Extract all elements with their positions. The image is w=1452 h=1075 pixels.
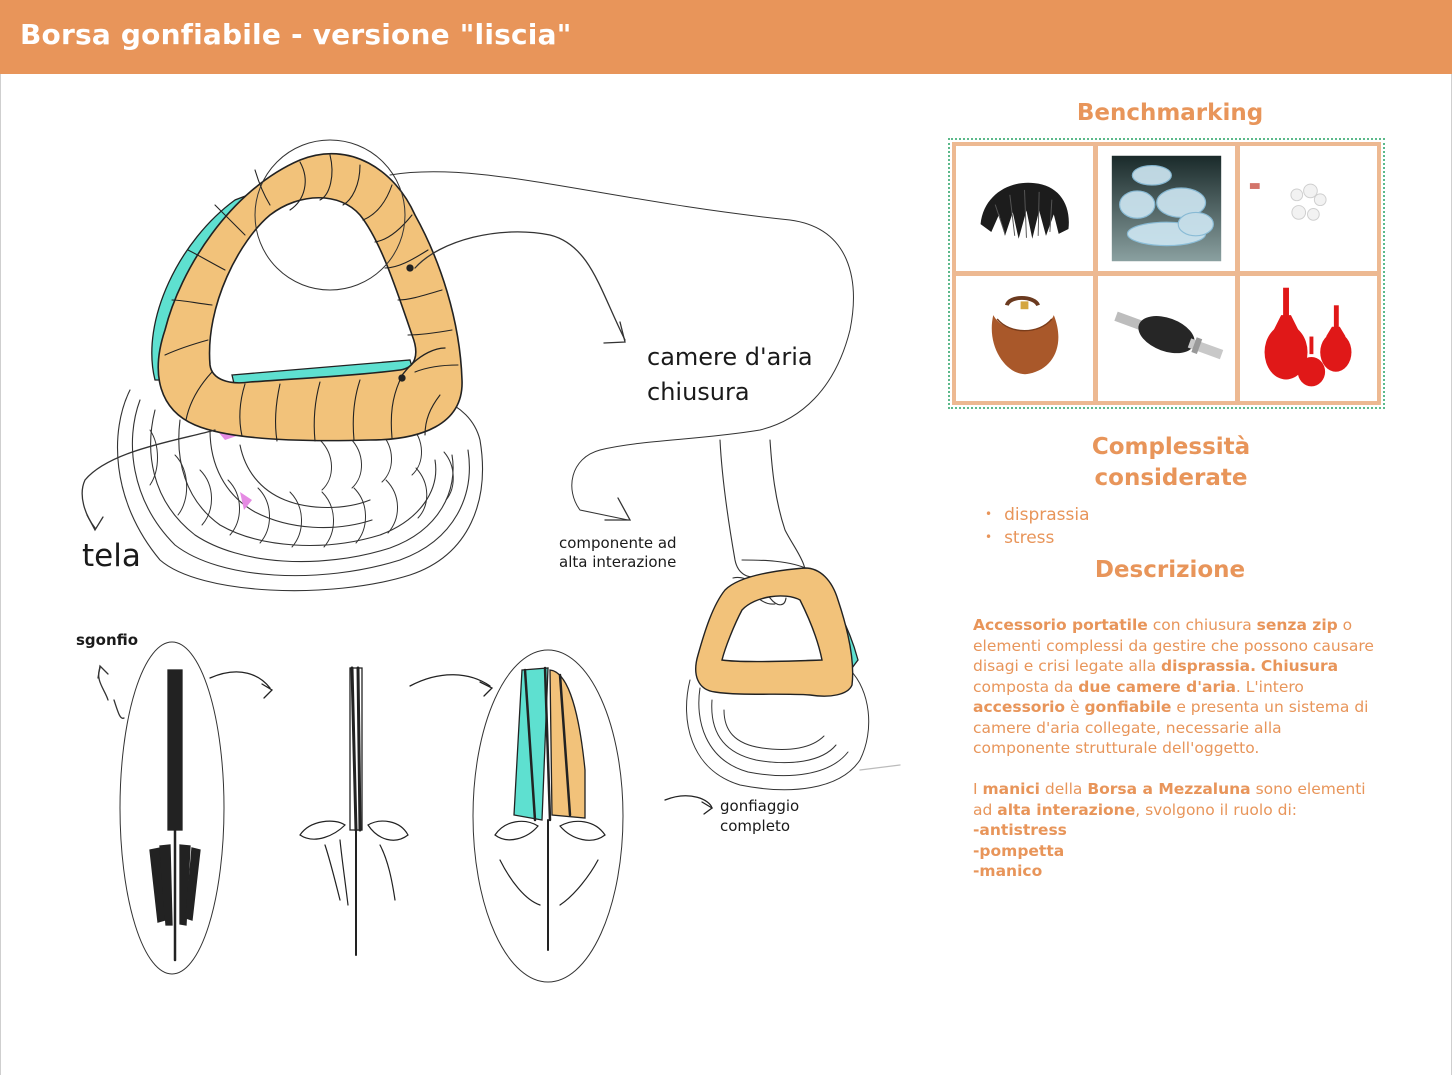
role-pompetta: -pompetta bbox=[973, 841, 1383, 862]
description-run: Accessorio portatile bbox=[973, 616, 1148, 634]
description-run: I bbox=[973, 780, 983, 798]
folding-helmet-image bbox=[956, 146, 1093, 271]
role-manico-text: -manico bbox=[973, 862, 1043, 880]
description-paragraph-1: Accessorio portatile con chiusura senza … bbox=[973, 615, 1383, 759]
hand-pump-bulb-image bbox=[1098, 276, 1235, 401]
label-camere-aria: camere d'aria chiusura bbox=[647, 340, 813, 410]
description-run: composta da bbox=[973, 677, 1079, 696]
small-transparent-objects-image bbox=[1240, 146, 1377, 271]
benchmarking-grid bbox=[948, 138, 1385, 409]
description-run: senza zip bbox=[1256, 616, 1338, 634]
description-run: disprassia. bbox=[1161, 657, 1256, 675]
description-run: o elementi complessi da gestire che poss… bbox=[973, 616, 1374, 675]
description-run: , svolgono il ruolo di: bbox=[1135, 800, 1297, 819]
description-run: Borsa a Mezzaluna bbox=[1087, 780, 1251, 798]
complexity-item-stress: stress bbox=[985, 526, 1090, 549]
inflatable-transparent-chair-image bbox=[1098, 146, 1235, 271]
description-run: è bbox=[1065, 698, 1085, 716]
description-title: Descrizione bbox=[1094, 557, 1246, 583]
complexity-title-line2: considerate bbox=[1094, 465, 1248, 491]
complexity-item-disprassia: disprassia bbox=[985, 503, 1089, 526]
role-pompetta-text: -pompetta bbox=[973, 841, 1065, 860]
description-run: della bbox=[1039, 780, 1088, 798]
label-gonfiaggio-line2: completo bbox=[720, 817, 791, 835]
description-run: e presenta un sistema di camere d'aria c… bbox=[973, 698, 1369, 757]
sketch-illustration bbox=[81, 139, 901, 983]
complexity-title-line1: Complessità bbox=[1091, 434, 1251, 460]
label-camere-line2: chiusura bbox=[647, 378, 750, 406]
deflated-sequence bbox=[97, 641, 714, 983]
description-run: manici bbox=[982, 780, 1040, 798]
header-bar: Borsa gonfiabile - versione "liscia" bbox=[0, 0, 1452, 74]
label-camere-line1: camere d'aria bbox=[647, 343, 813, 371]
label-sgonfio: sgonfio bbox=[76, 631, 139, 649]
description-run: due camere d'aria bbox=[1078, 677, 1236, 696]
red-rubber-bulbs-image bbox=[1240, 276, 1377, 401]
half-moon-leather-bag-image bbox=[956, 276, 1093, 401]
description-text: Accessorio portatile con chiusura senza … bbox=[973, 615, 1383, 882]
description-run: . L'intero bbox=[1235, 677, 1304, 696]
complexity-list: disprassia stress bbox=[985, 503, 1090, 549]
description-run: con chiusura bbox=[1147, 616, 1257, 634]
label-gonfiaggio: gonfiaggio completo bbox=[720, 796, 799, 836]
role-antistress: -antistress bbox=[973, 820, 1383, 841]
label-tela: tela bbox=[82, 538, 141, 574]
small-bag-drawing bbox=[686, 567, 870, 791]
label-componente-line1: componente ad bbox=[559, 534, 677, 552]
handle-air-chamber bbox=[157, 152, 463, 442]
label-gonfiaggio-line1: gonfiaggio bbox=[720, 797, 800, 815]
description-run: accessorio bbox=[973, 698, 1066, 716]
role-antistress-text: -antistress bbox=[973, 821, 1067, 839]
benchmarking-title: Benchmarking bbox=[1076, 100, 1264, 126]
label-componente-line2: alta interazione bbox=[559, 553, 677, 571]
complexity-title: Complessità considerate bbox=[1041, 432, 1301, 494]
role-manico: -manico bbox=[973, 861, 1383, 882]
description-run: gonfiabile bbox=[1084, 698, 1172, 716]
bag-base-wireframe bbox=[117, 389, 483, 592]
label-componente: componente ad alta interazione bbox=[559, 534, 677, 572]
page-title: Borsa gonfiabile - versione "liscia" bbox=[20, 18, 572, 51]
description-run: alta interazione bbox=[997, 800, 1136, 819]
description-run: sono elementi ad bbox=[973, 780, 1366, 819]
description-run: Chiusura bbox=[1260, 657, 1339, 675]
description-paragraph-2: I manici della Borsa a Mezzaluna sono el… bbox=[973, 779, 1383, 820]
left-border bbox=[0, 74, 1, 1075]
